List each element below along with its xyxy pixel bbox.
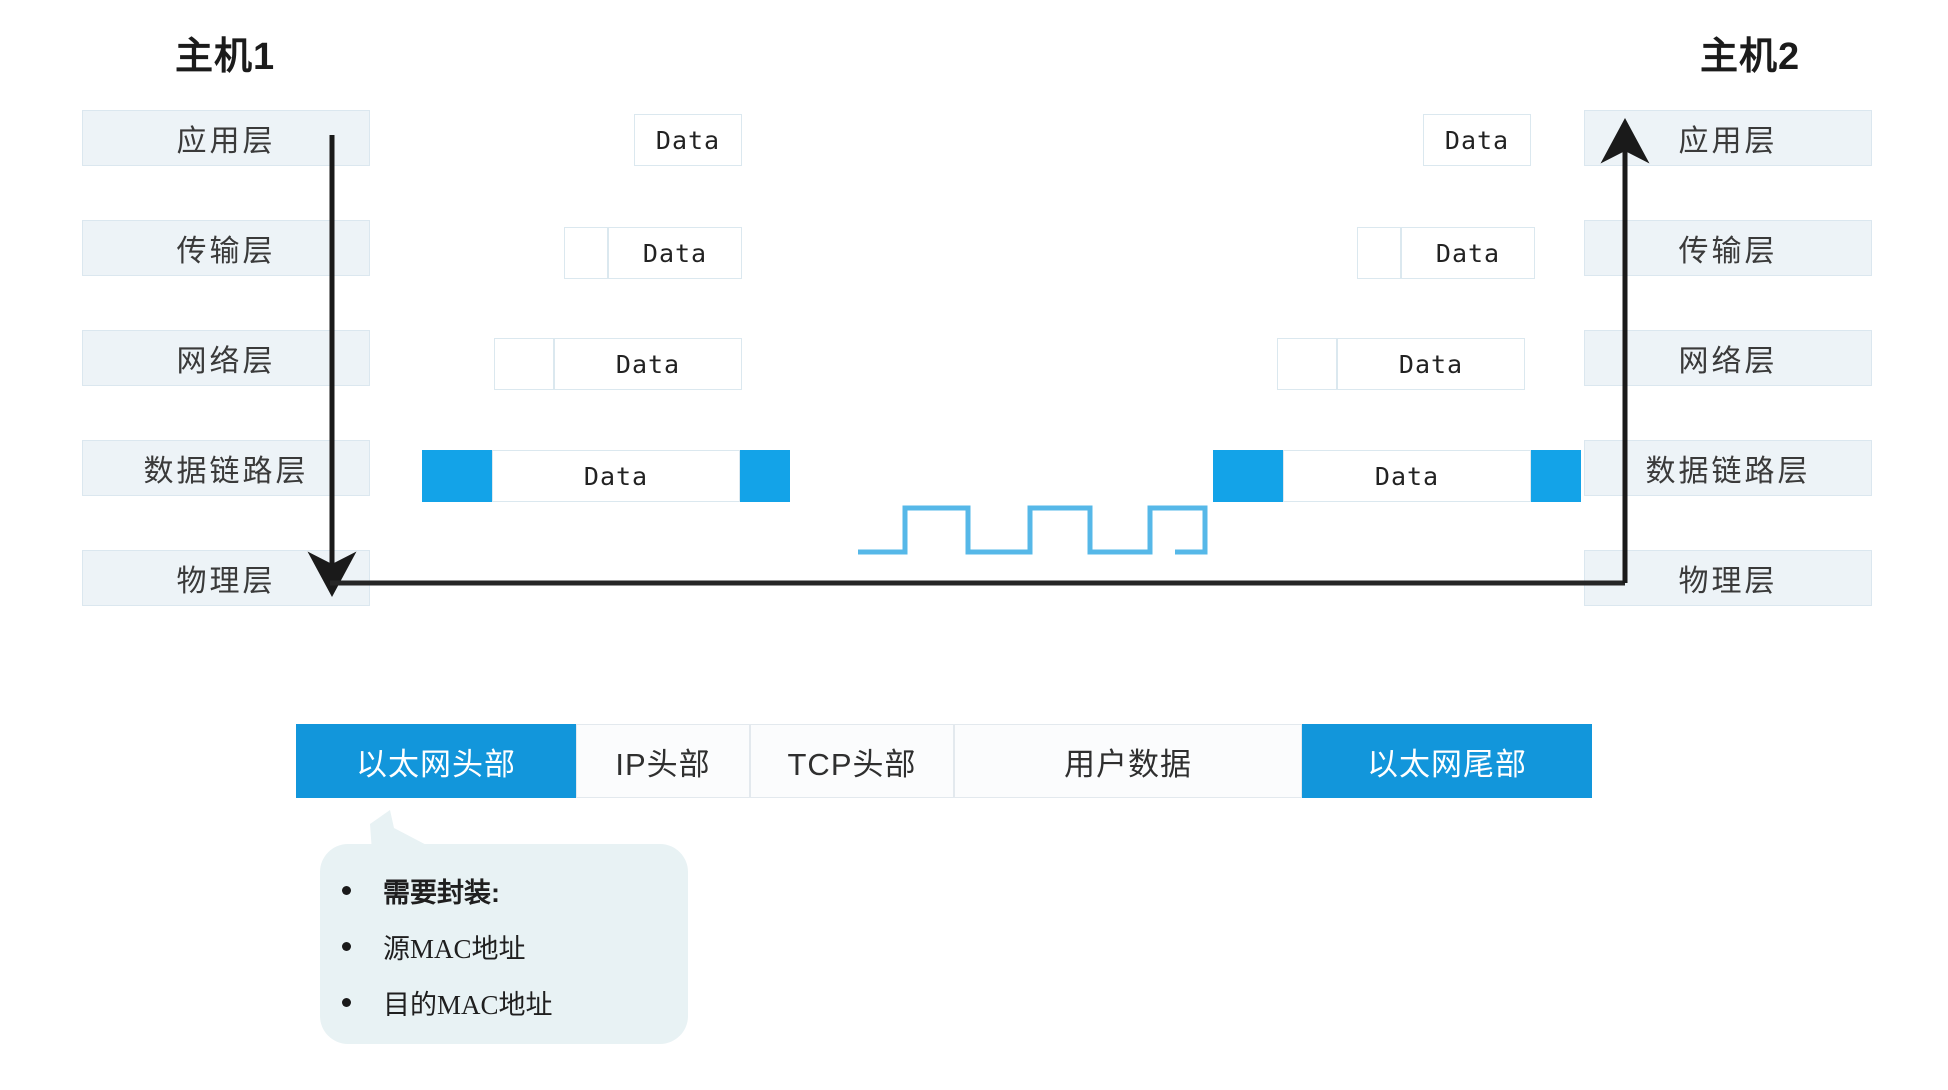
host1-layer-5: 物理层 [82, 550, 370, 606]
host1-layer-3: 网络层 [82, 330, 370, 386]
packet-data-cell: Data [492, 450, 740, 502]
packet-data-cell: Data [1337, 338, 1525, 390]
host2-layer-1: 应用层 [1584, 110, 1872, 166]
layer-label: 应用层 [1678, 125, 1778, 158]
callout-item-2: 源MAC地址 [342, 918, 678, 974]
callout-item-3: 目的MAC地址 [342, 974, 678, 1030]
host2-layer-2: 传输层 [1584, 220, 1872, 276]
encap-packet-2: Data [564, 227, 742, 279]
packet-header-cell [422, 450, 492, 502]
packet-header-cell [564, 227, 608, 279]
packet-header-cell [1357, 227, 1401, 279]
layer-label: 数据链路层 [143, 455, 309, 488]
packet-header-cell [494, 338, 554, 390]
decap-packet-4: Data [1213, 450, 1581, 502]
packet-data-cell: Data [554, 338, 742, 390]
packet-trailer-cell [740, 450, 790, 502]
host1-title: 主机1 [175, 36, 276, 78]
callout-item-label: 源MAC地址 [383, 933, 526, 964]
callout-item-1: 需要封装: [342, 862, 678, 918]
host1-layer-4: 数据链路层 [82, 440, 370, 496]
layer-label: 网络层 [1678, 345, 1778, 378]
packet-data-cell: Data [1401, 227, 1535, 279]
layer-label: 应用层 [176, 125, 276, 158]
layer-label: 物理层 [1678, 565, 1778, 598]
callout-tail-icon [370, 810, 436, 852]
host2-title: 主机2 [1700, 36, 1801, 78]
host2-layer-3: 网络层 [1584, 330, 1872, 386]
packet-data-cell: Data [608, 227, 742, 279]
frame-segment-4: 用户数据 [954, 724, 1302, 798]
encapsulation-callout: 需要封装: 源MAC地址目的MAC地址 [320, 844, 688, 1044]
bullet-dot-icon [342, 941, 351, 951]
frame-segment-2: IP头部 [576, 724, 750, 798]
layer-label: 数据链路层 [1645, 455, 1811, 488]
layer-label: 网络层 [176, 345, 276, 378]
square-wave-icon [858, 505, 1208, 555]
packet-header-cell [1213, 450, 1283, 502]
layer-label: 物理层 [176, 565, 276, 598]
encap-packet-3: Data [494, 338, 742, 390]
decap-packet-2: Data [1357, 227, 1535, 279]
encap-packet-4: Data [422, 450, 790, 502]
host2-layer-5: 物理层 [1584, 550, 1872, 606]
host2-layer-4: 数据链路层 [1584, 440, 1872, 496]
callout-item-label: 目的MAC地址 [383, 989, 553, 1020]
packet-trailer-cell [1531, 450, 1581, 502]
packet-data-cell: Data [634, 114, 742, 166]
layer-label: 传输层 [176, 235, 276, 268]
bullet-dot-icon [342, 997, 351, 1007]
frame-segment-3: TCP头部 [750, 724, 954, 798]
frame-segment-5: 以太网尾部 [1302, 724, 1592, 798]
packet-header-cell [1277, 338, 1337, 390]
encap-packet-1: Data [634, 114, 742, 166]
host1-layer-2: 传输层 [82, 220, 370, 276]
bullet-dot-icon [342, 885, 351, 895]
packet-data-cell: Data [1283, 450, 1531, 502]
packet-data-cell: Data [1423, 114, 1531, 166]
host1-layer-1: 应用层 [82, 110, 370, 166]
decap-packet-1: Data [1423, 114, 1531, 166]
decap-packet-3: Data [1277, 338, 1525, 390]
frame-segment-1: 以太网头部 [296, 724, 576, 798]
layer-label: 传输层 [1678, 235, 1778, 268]
callout-item-label: 需要封装: [383, 877, 500, 908]
